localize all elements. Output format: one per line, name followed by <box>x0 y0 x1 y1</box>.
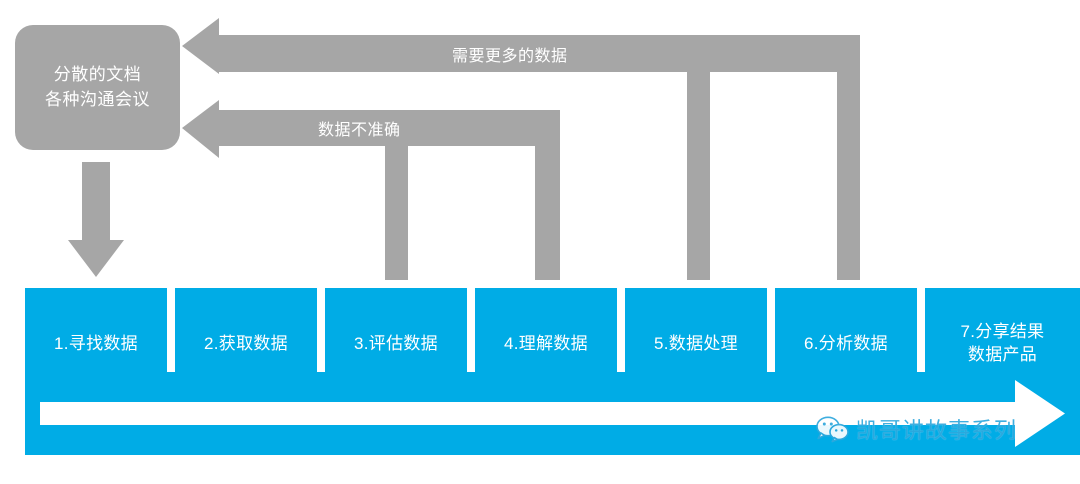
wechat-icon <box>816 416 849 443</box>
source-box-line-2: 各种沟通会议 <box>45 89 150 109</box>
arrow-down-to-step-1 <box>68 162 124 277</box>
arrow-inaccurate-data <box>182 100 560 280</box>
arrow-label-inaccurate-data: 数据不准确 <box>318 122 401 139</box>
step-label-5: 5.数据处理 <box>654 333 738 353</box>
watermark-text: 凯哥讲故事系列 <box>856 418 1018 443</box>
step-label-7-line-1: 7.分享结果 <box>960 322 1045 342</box>
step-label-6: 6.分析数据 <box>804 333 888 353</box>
arrow-label-need-more-data: 需要更多的数据 <box>452 48 568 65</box>
arrow-need-more-data <box>182 18 860 280</box>
source-box-line-1: 分散的文档 <box>53 64 142 84</box>
banner-white-arrow <box>40 380 1065 447</box>
step-label-2: 2.获取数据 <box>204 333 288 353</box>
watermark: 凯哥讲故事系列 <box>816 412 1017 446</box>
source-box: 分散的文档 各种沟通会议 <box>15 25 180 150</box>
step-label-7-line-2: 数据产品 <box>967 345 1038 364</box>
step-label-7: 7.分享结果 数据产品 <box>961 321 1045 367</box>
arrow-inaccurate-data-stem <box>385 110 408 280</box>
arrow-need-more-data-stem <box>687 35 710 280</box>
step-label-3: 3.评估数据 <box>354 333 438 353</box>
pipeline-banner: 数据生产全链路 <box>25 372 1080 455</box>
step-label-4: 4.理解数据 <box>504 333 588 353</box>
step-label-1: 1.寻找数据 <box>54 333 138 353</box>
